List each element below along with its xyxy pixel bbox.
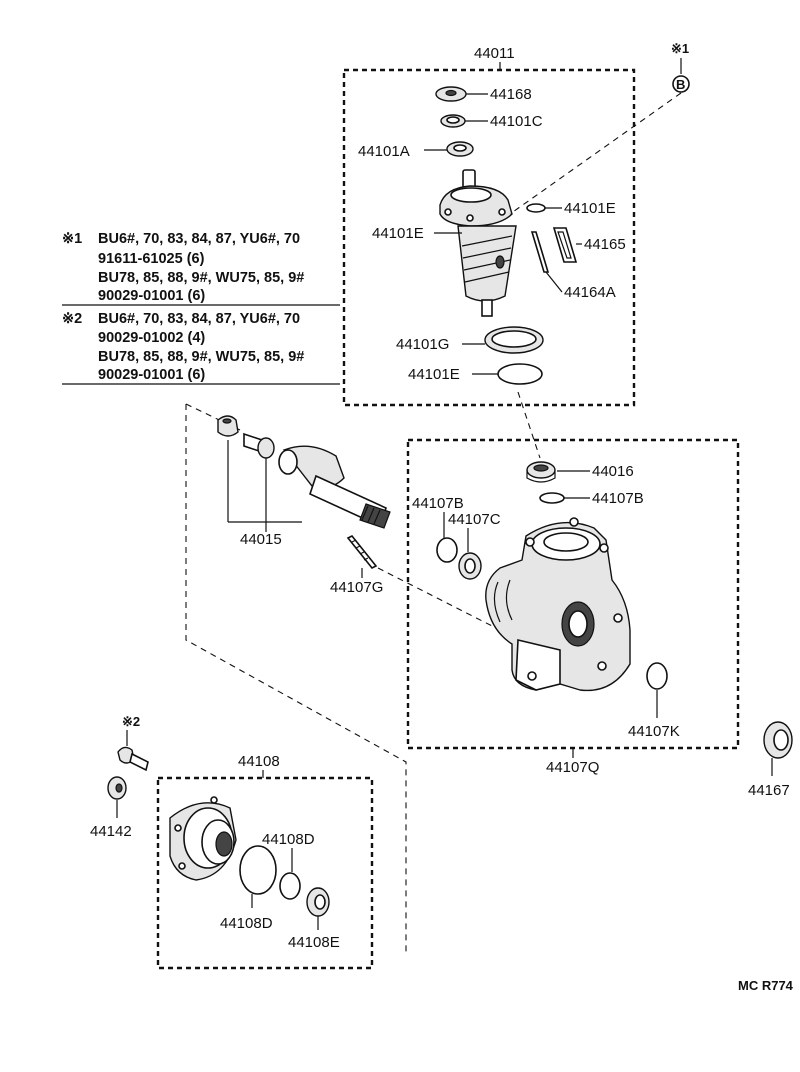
part-44101G-ring [484, 326, 544, 354]
part-sector-shaft [278, 445, 391, 529]
label-44108E: 44108E [288, 934, 340, 951]
label-44142: 44142 [90, 823, 132, 840]
part-44016-plug [526, 461, 556, 483]
label-44101G: 44101G [396, 336, 449, 353]
label-44015: 44015 [240, 531, 282, 548]
label-44164A: 44164A [564, 284, 616, 301]
label-44107K: 44107K [628, 723, 680, 740]
label-44101E-a: 44101E [564, 200, 616, 217]
part-adjust-bolt [243, 432, 275, 459]
note1-line4: 90029-01001 (6) [98, 288, 205, 304]
label-44108: 44108 [238, 753, 280, 770]
group-44015: 44015 44107G [185, 403, 501, 955]
part-44108D-oring-large [239, 845, 277, 895]
note2-line3: BU78, 85, 88, 9#, WU75, 85, 9# [98, 349, 304, 365]
part-44107B-oring-left [436, 537, 458, 563]
part-gear-housing [485, 517, 631, 692]
label-44101A: 44101A [358, 143, 410, 160]
part-adjust-screw-cap [217, 415, 239, 437]
circle-b-label: B [676, 77, 685, 92]
group-44108: 44108 ※2 44142 44108D [90, 714, 374, 970]
label-44101C: 44101C [490, 113, 543, 130]
group-44108-box [156, 776, 374, 970]
diagram-code: MC R774 [738, 978, 794, 993]
part-44167-seal [763, 721, 793, 759]
note1-line2: 91611-61025 (6) [98, 251, 205, 267]
note1-mark: ※1 [62, 231, 82, 247]
part-44108D-oring-small [279, 872, 301, 900]
label-44107Q: 44107Q [546, 759, 599, 776]
label-44107B-b: 44107B [592, 490, 644, 507]
note2-line4: 90029-01001 (6) [98, 367, 205, 383]
label-44016: 44016 [592, 463, 634, 480]
connector-valve-to-housing [517, 391, 541, 459]
part-44107B-oring-right [539, 492, 565, 504]
label-44108D-b: 44108D [220, 915, 273, 932]
part-44168-dust-cover [435, 86, 467, 102]
group-44015-boundary [185, 404, 407, 955]
part-end-cover [169, 796, 237, 881]
part-44142-nut [107, 776, 127, 800]
part-44101E-oring-large [497, 363, 543, 385]
notes-table: ※1 BU6#, 70, 83, 84, 87, YU6#, 70 91611-… [62, 231, 340, 385]
part-cover-bolt [117, 746, 149, 772]
ref2-marker: ※2 [122, 714, 140, 729]
part-44108E-seal [306, 887, 330, 917]
part-44107K-oring [646, 662, 668, 690]
group-44107Q: 44107Q 44016 44107B 44107B 44107C [406, 438, 740, 776]
part-44101E-oring-small [526, 203, 546, 213]
label-44108D-a: 44108D [262, 831, 315, 848]
group-44011-box [342, 68, 636, 407]
group-44011: 44011 44168 44101C 44101A [342, 45, 636, 407]
note1-line1: BU6#, 70, 83, 84, 87, YU6#, 70 [98, 231, 300, 247]
part-44165-seal-ring [552, 227, 578, 263]
label-44165: 44165 [584, 236, 626, 253]
part-44107C-seal [458, 552, 482, 580]
note2-line2: 90029-01002 (4) [98, 330, 205, 346]
label-44168: 44168 [490, 86, 532, 103]
reference-marker-b: ※1 B [509, 41, 690, 215]
part-44164A-ring [530, 231, 550, 273]
label-44101E-b: 44101E [372, 225, 424, 242]
label-44107B-a: 44107B [412, 495, 464, 512]
part-control-valve-body [439, 169, 517, 317]
label-44167: 44167 [748, 782, 790, 799]
label-44101E-c: 44101E [408, 366, 460, 383]
note2-mark: ※2 [62, 311, 82, 327]
ref1-marker: ※1 [671, 41, 689, 56]
label-44107G: 44107G [330, 579, 383, 596]
note2-line1: BU6#, 70, 83, 84, 87, YU6#, 70 [98, 311, 300, 327]
label-44011: 44011 [474, 45, 515, 62]
part-44107G-stud [346, 534, 378, 570]
part-44101A-bearing [446, 141, 474, 157]
part-44101C-seal [440, 114, 466, 128]
note1-line3: BU78, 85, 88, 9#, WU75, 85, 9# [98, 270, 304, 286]
label-44107C: 44107C [448, 511, 501, 528]
